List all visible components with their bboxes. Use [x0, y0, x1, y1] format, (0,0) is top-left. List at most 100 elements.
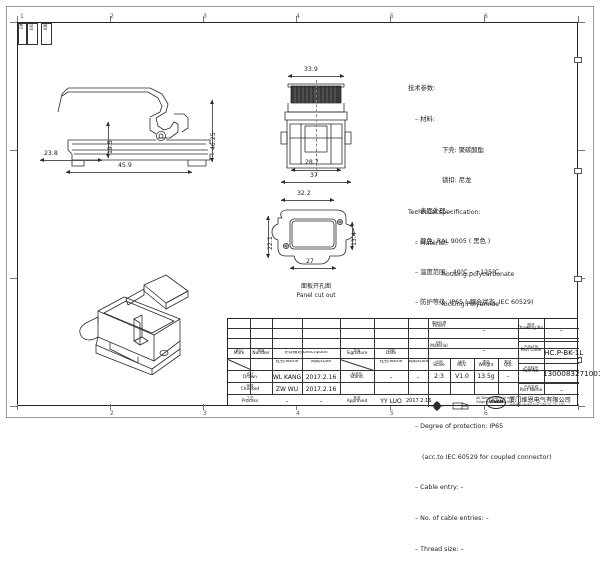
registration-mark-right-top: [574, 57, 582, 63]
first-angle-symbol-icon: [452, 396, 470, 415]
tb-part-name-label: 产品名称 Part Name: [519, 385, 543, 394]
tb-material-value: –: [482, 347, 486, 354]
tb-role-stand: 标准化 Stand.: [350, 372, 364, 381]
zone-label-bottom-2: 2: [110, 410, 114, 417]
tb-mark-cn: 标记: [235, 348, 243, 352]
tb-weight-value: 13.5g: [477, 373, 495, 380]
tb-date-cn: 日期: [387, 348, 395, 352]
spec-cn-line-4: – 颜色: RAL 9005 ( 黑色 ): [415, 238, 491, 246]
zone-label-bottom-6: 6: [484, 410, 488, 417]
zone-label-bottom-5: 5: [390, 410, 394, 417]
tb-process-name: –: [285, 398, 289, 405]
zone-label-bottom-4: 4: [296, 410, 300, 417]
tb-date-header-2: 日期/Date: [408, 360, 428, 364]
spec-en-line-7: (acc.to IEC 60529 for coupled connector): [422, 453, 552, 461]
tb-checked-date: 2017.2.16: [305, 386, 337, 393]
tb-stand-name: –: [389, 374, 393, 381]
zone-label-top-4: 4: [296, 13, 300, 20]
zone-label-top-3: 3: [203, 13, 207, 20]
dim-19-5: 19.5: [107, 140, 114, 154]
dim-32-2: 32.2: [297, 190, 311, 197]
tb-role-approved: 批准 Approved: [346, 396, 368, 405]
revision-stub-date: 日期 Day/Date: [18, 23, 27, 45]
zone-label-bottom-3: 3: [203, 410, 207, 417]
tb-qty-label: 数量 Qty.: [503, 360, 513, 369]
tb-number-cn: 数量: [257, 348, 265, 352]
tb-number-en: Number: [252, 351, 270, 357]
tb-signature-cn: 签名: [353, 348, 361, 352]
tb-scale-value: 2:3: [434, 373, 444, 380]
spec-cn-line-1: 下壳: 聚碳酸酯: [442, 146, 484, 154]
front-view-center-line: [316, 80, 317, 176]
revision-stub-dwg-no: 底图总号 Dwg. No.: [41, 23, 52, 45]
dim-22-1: 22.1: [267, 236, 274, 250]
spec-cn-line-6: – 防护等级: IP65 ( 耦合状态, IEC 60529): [415, 299, 534, 307]
tb-material-label: 材料 Material: [430, 341, 448, 350]
tb-finish-label: 表面处理 Finish: [431, 321, 447, 330]
tb-rev-label: 版本 REV.: [457, 360, 467, 369]
spec-cn-line-3: – 表面处理: –: [415, 207, 453, 215]
tb-scale-label: 比例 Scale: [433, 360, 445, 369]
zone-label-top-6: 6: [484, 13, 488, 20]
spec-en-line-8: – Cable entry: –: [415, 484, 464, 492]
zone-label-top-5: 5: [390, 13, 394, 20]
isometric-3d-view: [79, 274, 189, 375]
tb-part-no-label: 产品料号 Part No.: [522, 366, 540, 375]
title-block: 标记 Mark 数量 Number 更改描述/Description 签名 Si…: [227, 318, 600, 412]
vivan-logo-icon: VIVAN: [486, 396, 506, 409]
revision-stub-old-dwg: 旧底图总号 Old dwg No.: [27, 23, 38, 45]
tb-approved-date: 2017.2.16: [406, 398, 432, 404]
registration-mark-right-bottom: [574, 276, 582, 282]
panel-cutout-caption-cn: 面板开孔图: [300, 283, 331, 290]
tb-name-header: 姓名/Name: [275, 360, 299, 364]
dim-46-25: 46.25: [210, 132, 217, 150]
dim-33-9: 33.9: [304, 66, 318, 73]
spec-en-line-0: – Material:: [415, 239, 448, 247]
tb-role-drawn: 设计 Drawn: [243, 372, 257, 381]
tb-signature-en: Signature: [346, 351, 368, 357]
spec-cn-title: 技术参数:: [408, 85, 436, 93]
tb-checked-name: ZW WU: [275, 386, 299, 393]
projection-symbol: [430, 396, 444, 415]
dim-37: 37: [310, 172, 318, 179]
tb-approved-name: YY LUO: [380, 398, 402, 405]
tb-part-code-value: HC.P-BK-1L: [544, 348, 584, 357]
spec-en-title: Technical specification:: [408, 209, 481, 217]
zone-label-top-1: 1: [20, 13, 24, 20]
panel-cut-out-view: [271, 209, 355, 265]
spec-en-line-1: housing:polycarbonate: [442, 270, 515, 278]
panel-cutout-caption: 面板开孔图 Panel cut out: [256, 282, 376, 300]
tb-drawing-no-value: –: [560, 327, 563, 334]
spec-cn-line-2: 锁扣: 尼龙: [442, 177, 472, 185]
zone-label-top-2: 2: [110, 13, 114, 20]
company-logo: VIVAN 厦门维恩电气有限公司 XIAMEN VIVAN ELECTRICAL…: [486, 396, 571, 409]
spec-en-line-2: locking:Polyamide: [442, 301, 500, 309]
tb-role-process: 工艺 Process: [241, 396, 259, 405]
panel-cutout-caption-en: Panel cut out: [296, 292, 336, 299]
tb-mark-en: Mark: [233, 351, 245, 357]
spec-en-line-10: – Thread size: –: [415, 545, 464, 553]
tb-process-date: –: [319, 398, 323, 405]
registration-mark-right-mid: [574, 168, 582, 174]
sheet-outer-frame: [6, 6, 594, 418]
tb-stand-date: –: [416, 374, 420, 381]
tb-name-header-2: 姓名/Name: [379, 360, 403, 364]
dim-13-4: 13.4: [351, 232, 358, 246]
dim-28-7: 28.7: [305, 159, 319, 166]
company-name-cn: 厦门维恩电气有限公司: [509, 396, 571, 404]
spec-en-line-9: – No. of cable entries: –: [415, 515, 489, 522]
dim-23-8: 23.8: [44, 150, 58, 157]
tb-part-no-value: 1300083271001: [543, 369, 600, 378]
tb-date-en: Date: [385, 351, 397, 357]
tb-qty-value: –: [506, 373, 510, 380]
tb-date-header: 日期/Date: [310, 360, 332, 364]
spec-cn-line-0: – 材料:: [415, 115, 435, 123]
drawing-sheet: 1 2 3 4 5 6 2 3 4 5 6 日期 Day/Date 旧底图总号 …: [6, 6, 600, 553]
tb-drawing-no-label: 图号 Drawing No.: [518, 323, 544, 332]
tb-role-checked: 审核 Checked: [240, 384, 260, 393]
tb-part-code-label: 产品代号 Part Code: [520, 345, 542, 354]
tb-finish-value: –: [482, 327, 486, 334]
spec-cn-line-5: – 温度范围: –40℃ – +125℃: [415, 268, 500, 276]
tb-description: 更改描述/Description: [284, 351, 328, 355]
tb-weight-label: 重量 Weight: [478, 360, 494, 369]
